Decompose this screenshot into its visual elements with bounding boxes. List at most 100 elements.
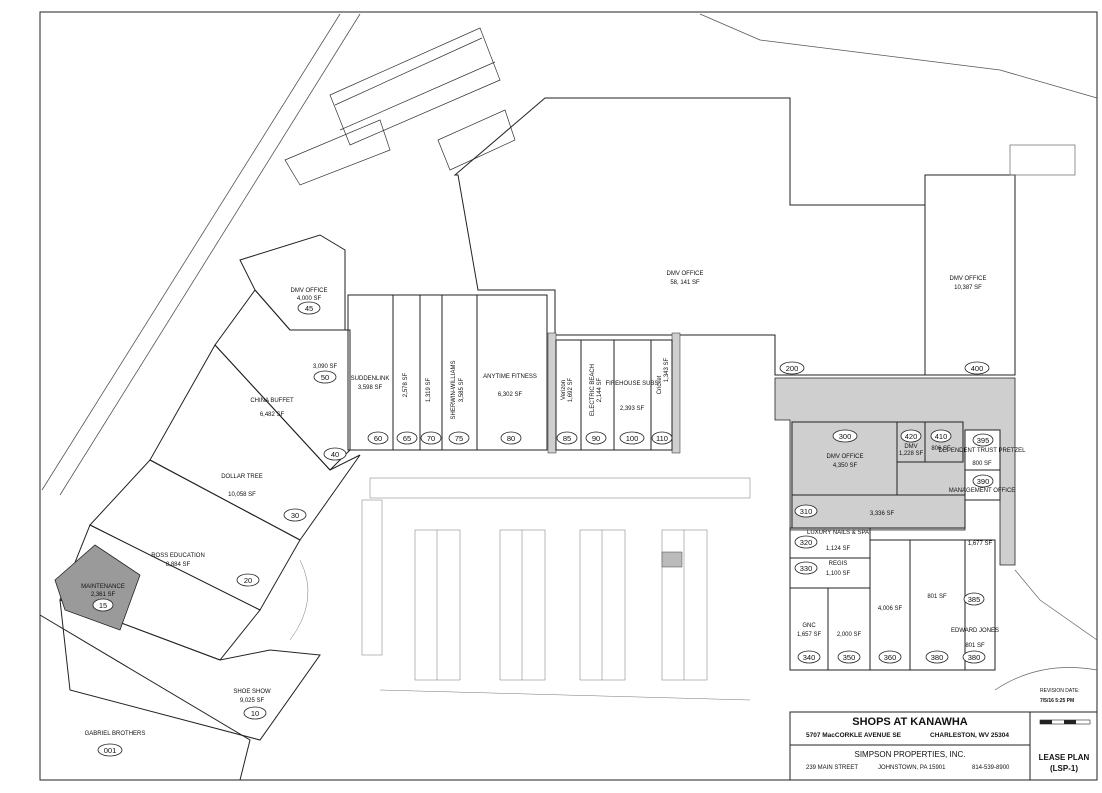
unit-20-name: ROSS EDUCATION — [151, 553, 205, 559]
title-block-frame — [789, 711, 1098, 781]
unit-40-sf: 6,482 SF — [260, 412, 285, 418]
unit-320-name: LUXURY NAILS & SPA — [807, 530, 869, 536]
badge-30: 30 — [291, 511, 299, 520]
unit-310-sf: 3,336 SF — [870, 511, 895, 517]
unit-45-name: DMV OFFICE — [291, 288, 328, 294]
unit-200-name: DMV OFFICE — [667, 271, 704, 277]
project-city: CHARLESTON, WV 25304 — [930, 732, 1009, 739]
unit-20-sf: 8,884 SF — [166, 562, 191, 568]
unit-number-badges — [92, 301, 994, 757]
unit-350-sf: 2,000 SF — [837, 632, 862, 638]
revision-date: 7/5/16 5:25 PM — [1040, 698, 1075, 704]
unit-395-sf: 800 SF — [972, 461, 992, 467]
hatched-island — [661, 551, 683, 568]
unit-395-name: DEPENDENT TRUST PRETZEL — [938, 448, 1026, 454]
badge-350: 350 — [843, 653, 856, 662]
unit-65-sf: 2,578 SF — [403, 372, 409, 397]
unit-15-name: MAINTENANCE — [81, 584, 125, 590]
unit-100-sf: 2,393 SF — [620, 406, 645, 412]
badge-385: 385 — [968, 595, 981, 604]
badge-395: 395 — [977, 436, 990, 445]
inline-shops — [347, 294, 673, 451]
badge-60: 60 — [374, 434, 382, 443]
owner-street: 239 MAIN STREET — [806, 765, 859, 771]
unit-30-sf: 10,058 SF — [228, 492, 256, 498]
unit-75-name: SHERWIN-WILLIAMS — [451, 361, 457, 420]
sheet-title: LEASE PLAN — [1038, 753, 1090, 762]
unit-75-sf: 3,585 SF — [459, 377, 465, 402]
badge-001: 001 — [104, 746, 117, 755]
badge-340: 340 — [803, 653, 816, 662]
badge-390: 390 — [977, 477, 990, 486]
badge-420: 420 — [905, 432, 918, 441]
badge-330: 330 — [800, 564, 813, 573]
unit-380-sf: 801 SF — [965, 643, 985, 649]
unit-60-sf: 3,598 SF — [358, 385, 383, 391]
badge-15: 15 — [99, 601, 107, 610]
unit-80-name: ANYTIME FITNESS — [483, 374, 537, 380]
owner-city: JOHNSTOWN, PA 15901 — [878, 765, 946, 771]
unit-15-sf: 2,361 SF — [91, 592, 116, 598]
unit-85-name: Verizon — [561, 380, 567, 400]
unit-400-outline — [924, 174, 1016, 376]
badge-370: 380 — [931, 653, 944, 662]
unit-60-name: SUDDENLINK — [351, 376, 390, 382]
unit-30-name: DOLLAR TREE — [221, 474, 263, 480]
unit-320-sf: 1,124 SF — [826, 546, 851, 552]
owner-phone: 814-539-8900 — [972, 765, 1010, 771]
unit-45-sf: 4,000 SF — [297, 296, 322, 302]
badge-400: 400 — [971, 364, 984, 373]
unit-110-name: Cricket — [657, 375, 663, 394]
unit-360-sf: 4,006 SF — [878, 606, 903, 612]
badge-65: 65 — [403, 434, 411, 443]
unit-50-sf: 3,090 SF — [313, 364, 338, 370]
sheet-number: (LSP-1) — [1050, 764, 1078, 773]
unit-10-sf: 9,025 SF — [240, 698, 265, 704]
left-wing — [39, 234, 361, 781]
unit-340-name: GNC — [802, 623, 816, 629]
badge-10: 10 — [251, 709, 259, 718]
common-area-strip — [547, 332, 557, 454]
unit-200-outline — [453, 97, 926, 376]
badge-90: 90 — [592, 434, 600, 443]
unit-300-name: DMV OFFICE — [827, 454, 864, 460]
unit-420-sf: 1,228 SF — [899, 451, 924, 457]
badge-110: 110 — [656, 434, 668, 443]
badge-75: 75 — [455, 434, 463, 443]
sheet-border — [39, 11, 1098, 781]
unit-90-name: ELECTRIC BEACH — [590, 364, 596, 416]
unit-labels: DMV OFFICE 58, 141 SF DMV OFFICE 10,387 … — [81, 271, 1026, 737]
unit-200-sf: 58, 141 SF — [670, 280, 700, 286]
unit-410-sf: 806 SF — [931, 446, 951, 452]
rear-parking — [284, 27, 516, 186]
unit-330-sf: 1,100 SF — [826, 571, 851, 577]
parking-field — [289, 477, 751, 701]
unit-420-name: DMV — [904, 444, 917, 450]
badge-360: 360 — [884, 653, 897, 662]
common-area-strip-2 — [671, 332, 681, 454]
badge-70: 70 — [427, 434, 435, 443]
badge-310: 310 — [800, 507, 813, 516]
scale-bar — [1039, 719, 1091, 725]
unit-70-sf: 1,319 SF — [426, 377, 432, 402]
project-name: SHOPS AT KANAWHA — [852, 716, 968, 728]
unit-110-sf: 1,343 SF — [664, 357, 670, 382]
project-address: 5707 MacCORKLE AVENUE SE — [806, 732, 902, 739]
badge-45: 45 — [305, 304, 313, 313]
unit-340-sf: 1,657 SF — [797, 632, 822, 638]
badge-20: 20 — [244, 576, 252, 585]
unit-80-sf: 6,302 SF — [498, 392, 523, 398]
unit-385-sf: 1,677 SF — [968, 541, 993, 547]
maintenance-area — [54, 544, 141, 631]
unit-370-sf: 801 SF — [927, 594, 947, 600]
unit-40-name: CHINA BUFFET — [250, 398, 294, 404]
unit-330-name: REGIS — [829, 561, 848, 567]
unit-390-name: MANAGEMENT OFFICE — [949, 488, 1016, 494]
unit-300-sf: 4,350 SF — [833, 463, 858, 469]
badge-40: 40 — [331, 450, 339, 459]
road-lines — [41, 13, 1098, 496]
badge-85: 85 — [563, 434, 571, 443]
badge-320: 320 — [800, 538, 813, 547]
badge-200: 200 — [786, 364, 799, 373]
badge-300: 300 — [839, 432, 852, 441]
